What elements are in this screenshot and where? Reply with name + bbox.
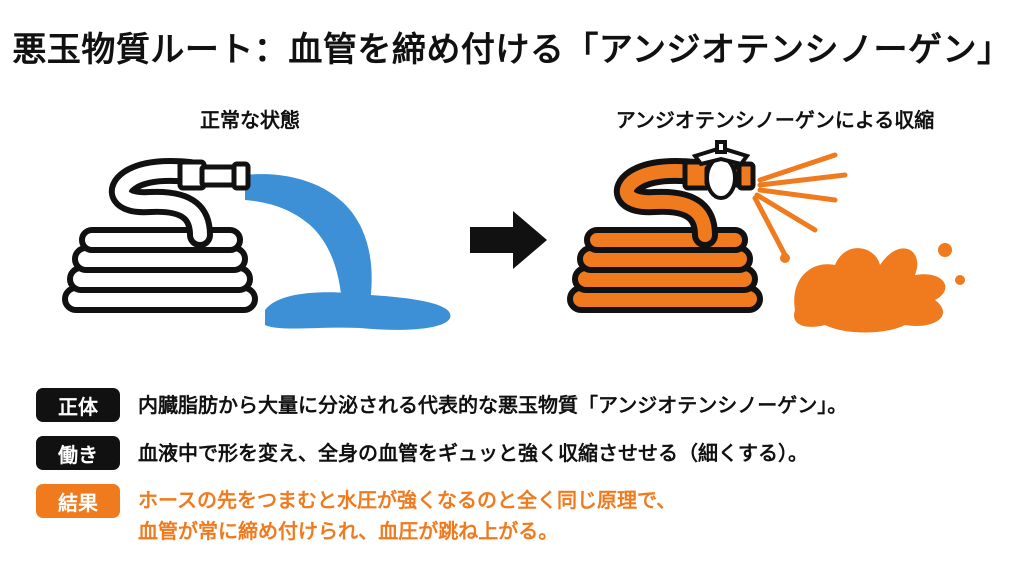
- result-text-line-2: 血管が常に締め付けられ、血圧が跳ね上がる。: [138, 519, 559, 543]
- row-identity: 正体 内臓脂肪から大量に分泌される代表的な悪玉物質「アンジオテンシノーゲン」。: [36, 388, 847, 422]
- hose-nozzle: [177, 159, 251, 191]
- result-text-line-1: ホースの先をつまむと水圧が強くなるのと全く同じ原理で、: [138, 488, 677, 512]
- normal-state-label: 正常な状態: [200, 108, 300, 132]
- hose-coil: [62, 227, 258, 313]
- identity-text: 内臓脂肪から大量に分泌される代表的な悪玉物質「アンジオテンシノーゲン」。: [138, 393, 848, 417]
- right-arrow-icon: [470, 211, 547, 269]
- normal-hose-illustration: [62, 158, 451, 330]
- row-result: 結果 ホースの先をつまむと水圧が強くなるのと全く同じ原理で、 血管が常に締め付け…: [36, 484, 676, 547]
- hose-coil: [567, 227, 763, 313]
- function-text: 血液中で形を変え、全身の血管をギュッと強く収縮させせる（細くする）。: [138, 441, 808, 465]
- water-puddle: [265, 292, 451, 330]
- result-text: ホースの先をつまむと水圧が強くなるのと全く同じ原理で、 血管が常に締め付けられ、…: [138, 485, 676, 547]
- page-title: 悪玉物質ルート：血管を締め付ける「アンジオテンシノーゲン」: [12, 30, 1012, 70]
- row-function: 働き 血液中で形を変え、全身の血管をギュッと強く収縮させせる（細くする）。: [36, 436, 808, 470]
- constricted-hose-illustration: [567, 140, 965, 333]
- constricted-state-label: アンジオテンシノーゲンによる収縮: [615, 108, 935, 132]
- splash: [794, 248, 946, 333]
- identity-badge: 正体: [36, 388, 120, 422]
- function-badge: 働き: [36, 436, 120, 470]
- result-badge: 結果: [36, 484, 120, 518]
- spray-lines: [752, 152, 848, 258]
- water-stream: [245, 174, 372, 305]
- clamp-icon: [691, 140, 751, 200]
